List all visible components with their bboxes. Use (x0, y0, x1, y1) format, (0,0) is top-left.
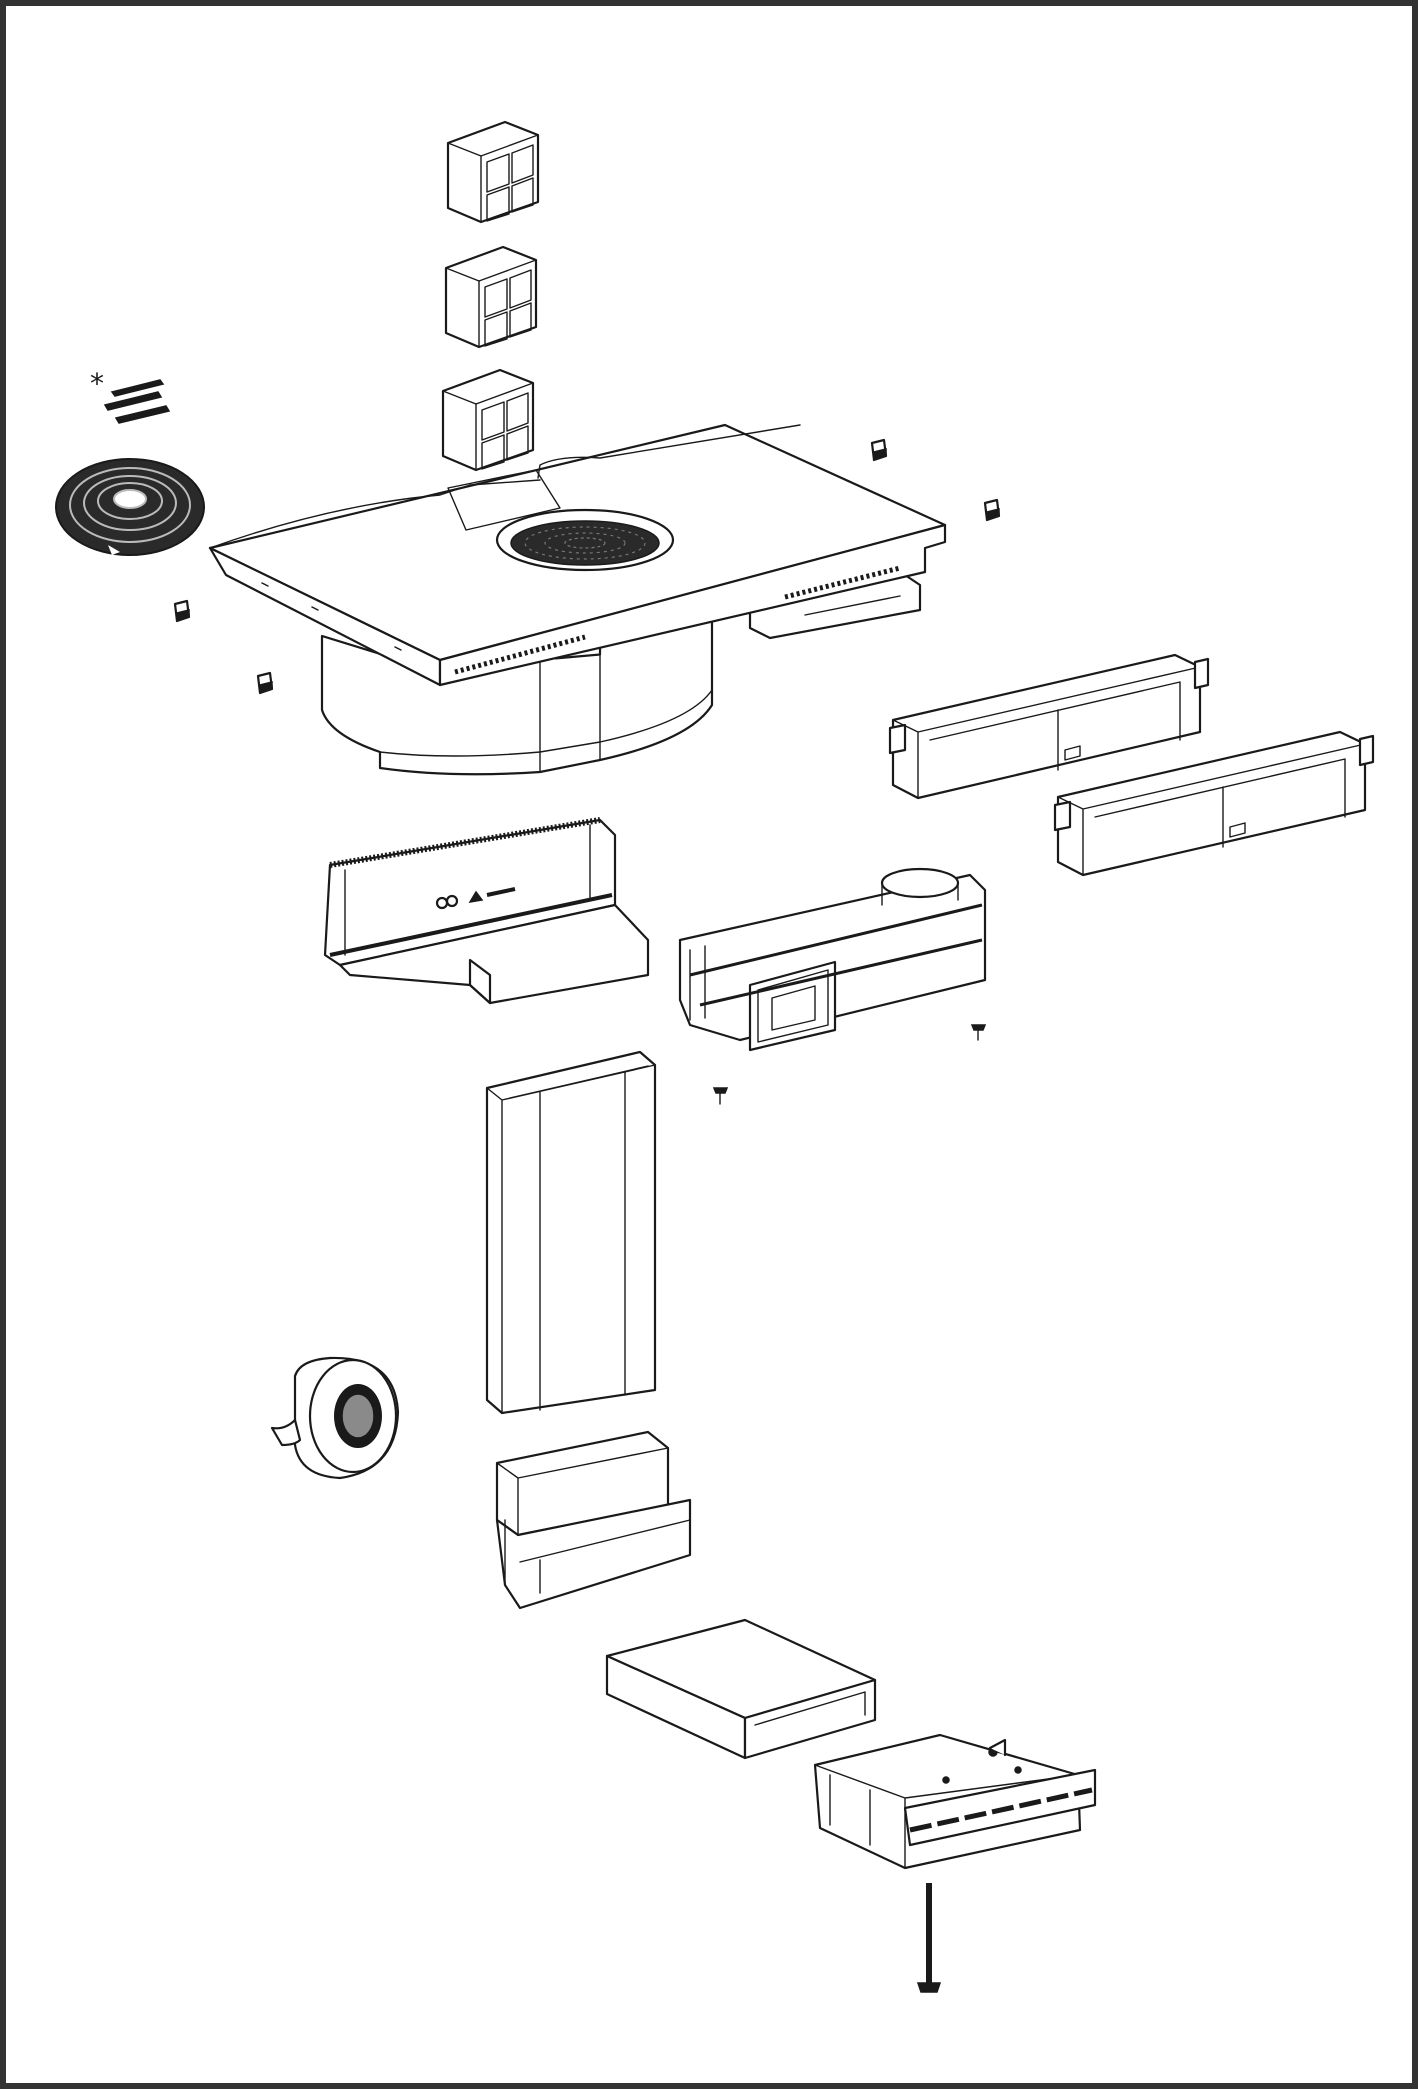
duct-adapter (813, 1733, 1097, 1870)
extension-frame-1 (888, 653, 1210, 800)
charcoal-filter-2 (444, 245, 538, 349)
mounting-clip-4 (256, 671, 274, 695)
charcoal-filter-1 (446, 120, 540, 224)
sealing-gasket-roll (55, 458, 205, 556)
screw-2 (712, 1087, 729, 1105)
screw-1 (970, 1024, 987, 1041)
asterisk-marker: * (90, 367, 104, 400)
extension-frame-2 (1053, 730, 1375, 877)
aluminium-tape-roll (270, 1356, 400, 1480)
mounting-clip-3 (173, 599, 191, 623)
adhesive-strips (103, 379, 171, 424)
vertical-duct (485, 1050, 657, 1415)
charcoal-filter-3 (441, 368, 535, 472)
long-fixing-screw (916, 1883, 942, 1993)
duct-elbow (495, 1430, 692, 1610)
mounting-clip-2 (983, 498, 1001, 522)
mounting-clip-1 (870, 438, 888, 462)
air-outlet-unit (323, 817, 650, 1005)
flat-duct-section (605, 1618, 877, 1760)
duct-connector-housing (678, 867, 987, 1052)
induction-hob-with-extractor (208, 423, 947, 776)
